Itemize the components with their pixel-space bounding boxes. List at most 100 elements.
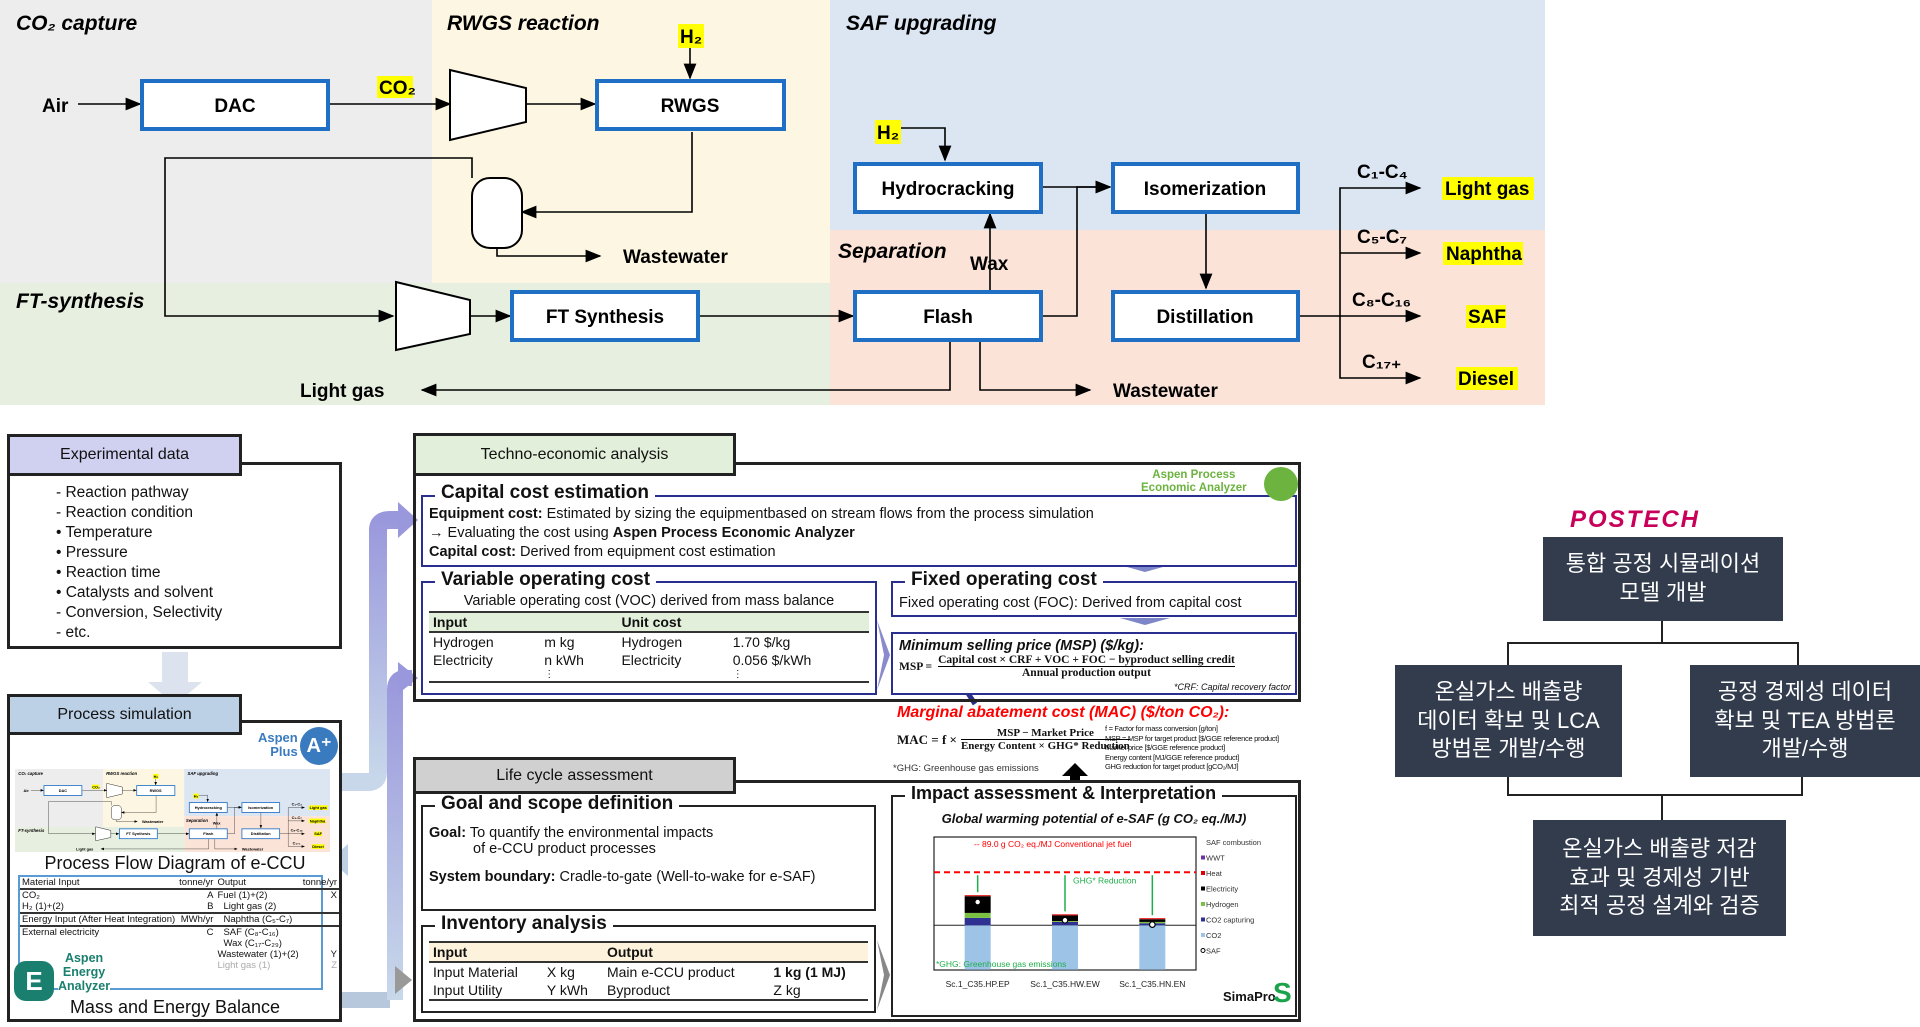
unit-label: Flash (923, 307, 973, 328)
bar-segment-co2 (1052, 925, 1078, 970)
list-item: • Reaction time (56, 564, 161, 581)
list-item: - Reaction pathway (56, 484, 189, 501)
compressor-icon (395, 280, 471, 352)
list-item: • Pressure (56, 544, 128, 561)
footnote: *GHG: Greenhouse gas emissions (936, 959, 1066, 969)
legend-swatch (1201, 855, 1205, 860)
x-tick-label: Sc.1_C35.HP.EP (946, 979, 1010, 989)
connector-arrows (148, 502, 1170, 1010)
apea-icon (1264, 467, 1298, 501)
list-item: - Conversion, Selectivity (56, 604, 223, 621)
separator-vessel-icon (471, 177, 523, 249)
legend-item: Hydrogen (1206, 900, 1239, 909)
down-arrow-icon (148, 652, 202, 705)
up-arrow-icon (1062, 763, 1088, 792)
bar-segment-hydrogen (964, 912, 991, 918)
region-co2-capture (0, 0, 432, 283)
pfd-thumbnail (15, 769, 330, 852)
unit-ft-synthesis (510, 290, 700, 342)
list-item: • Catalysts and solvent (56, 584, 214, 601)
unit-distillation (1111, 290, 1300, 342)
process-simulation-header: Process simulation (7, 694, 242, 735)
legend-item: SAF (1206, 947, 1221, 956)
legend-swatch (1201, 933, 1205, 937)
region-label: Separation (838, 240, 947, 263)
ghg-footnote: *GHG: Greenhouse gas emissions (893, 763, 1039, 774)
process-flow-diagram: CO₂ capture RWGS reaction SAF upgrading … (0, 0, 1545, 405)
stream-label: Wax (970, 254, 1009, 275)
product-label: SAF (1468, 307, 1506, 328)
carbon-range: C₅-C₇ (1357, 227, 1407, 248)
tea-header: Techno-economic analysis (413, 433, 736, 476)
carbon-range: C₁-C₄ (1357, 162, 1408, 183)
stream-label: Light gas (300, 381, 384, 402)
unit-hydrocracking (853, 162, 1043, 214)
goal-scope-section: Goal and scope definition Goal: To quant… (421, 793, 876, 911)
pfd-caption: Process Flow Diagram of e-CCU (44, 853, 306, 873)
simapro-logo: SimaPro (1223, 989, 1276, 1004)
lca-box: Goal and scope definition Goal: To quant… (413, 780, 1301, 1022)
product-label: Light gas (1445, 179, 1529, 200)
region-label: SAF upgrading (846, 12, 997, 35)
x-tick-label: Sc.1_C35.HW.EW (1030, 979, 1099, 989)
legend-swatch (1201, 871, 1205, 875)
unit-flash (853, 290, 1043, 342)
stream-label: H₂ (680, 27, 702, 48)
net-saf-point (974, 898, 982, 906)
stream-label: Air (42, 96, 69, 117)
x-tick-label: Sc.1_C35.HN.EN (1119, 979, 1185, 989)
aspen-plus-icon: A⁺ (300, 727, 338, 765)
legend-swatch (1201, 917, 1205, 922)
flow-arrow (330, 511, 398, 791)
stream-label: CO₂ (379, 78, 416, 99)
net-saf-point (1148, 921, 1156, 929)
legend-swatch (1201, 886, 1205, 891)
voc-section: Variable operating cost Variable operati… (421, 569, 877, 695)
list-item: • Temperature (56, 524, 153, 541)
unit-label: DAC (214, 96, 255, 117)
bar-segment-co2 (1139, 925, 1166, 970)
aspen-energy-analyzer-icon: E (14, 961, 54, 1001)
unit-label: Distillation (1156, 307, 1253, 328)
bar-segment-co2-capturing (964, 917, 991, 926)
chart-title: Global warming potential of e-SAF (g CO₂… (941, 811, 1247, 826)
experimental-data-box: - Reaction pathway - Reaction condition … (7, 462, 342, 649)
mass-balance-caption: Mass and Energy Balance (69, 997, 281, 1017)
carbon-range: C₁₇₊ (1362, 352, 1401, 373)
unit-label: Hydrocracking (881, 179, 1014, 200)
compressor-icon (449, 68, 527, 142)
legend-item: SAF combustion (1206, 838, 1261, 847)
net-saf-point (1061, 916, 1069, 924)
product-label: Naphtha (1446, 244, 1522, 265)
region-label: CO₂ capture (16, 12, 138, 35)
tea-box: Capital cost estimation Equipment cost: … (413, 462, 1301, 702)
bar-segment-electricity (1139, 919, 1166, 922)
region-label: FT-synthesis (16, 290, 144, 313)
postech-logo: POSTECH (1569, 506, 1700, 533)
annotation: GHG* Reduction (1073, 876, 1137, 886)
stream-label: Wastewater (623, 247, 728, 268)
msp-section: Minimum selling price (MSP) ($/kg): MSP … (891, 632, 1297, 695)
experimental-data-header: Experimental data (7, 434, 242, 476)
lca-header: Life cycle assessment (413, 757, 736, 794)
unit-rwgs (595, 79, 786, 131)
unit-label: RWGS (661, 96, 720, 117)
reference-label: -- 89.0 g CO₂ eq./MJ Conventional jet fu… (974, 839, 1131, 849)
foc-section: Fixed operating cost Fixed operating cos… (891, 569, 1297, 617)
carbon-range: C₈-C₁₆ (1352, 290, 1411, 311)
legend-item: CO2 capturing (1206, 916, 1254, 925)
mac-legend: f = Factor for mass conversion [g/ton]MS… (1105, 724, 1279, 771)
unit-label: FT Synthesis (546, 307, 664, 328)
